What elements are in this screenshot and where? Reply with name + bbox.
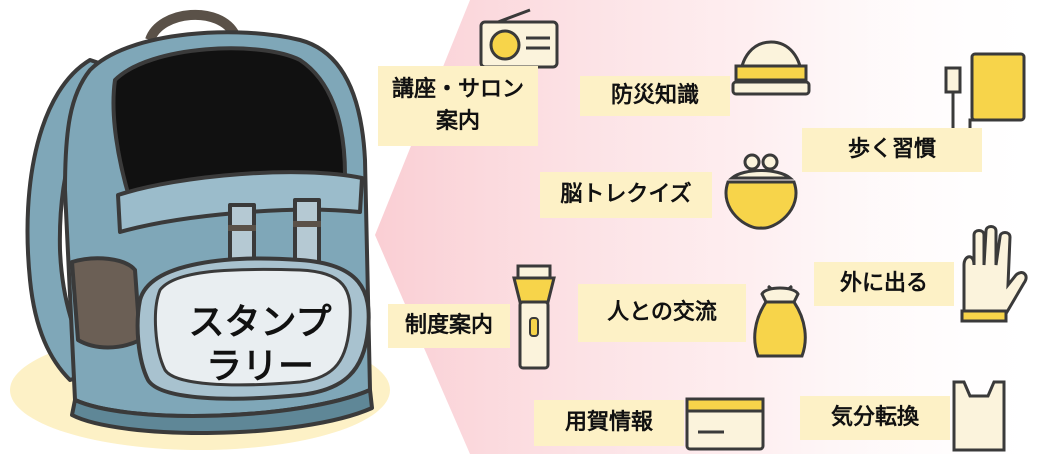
radio-icon — [479, 8, 559, 69]
label-seminar-line-1: 講座・サロン — [391, 77, 524, 102]
pocket-line-2: ラリー — [205, 346, 314, 387]
label-social-exchange: 人との交流 — [578, 284, 746, 342]
label-disaster-knowledge: 防災知識 — [580, 76, 730, 116]
label-change-of-mood: 気分転換 — [800, 396, 950, 440]
pocket-stamp-rally-text: スタンプ ラリー — [160, 290, 360, 400]
label-walking-habit: 歩く習慣 — [802, 128, 982, 172]
label-system-info: 制度案内 — [388, 304, 510, 348]
label-go-outside: 外に出る — [814, 262, 954, 306]
coin-purse-icon — [724, 153, 798, 230]
label-yoga-info: 用賀情報 — [534, 400, 684, 446]
card-icon — [685, 397, 765, 451]
label-seminar: 講座・サロン 案内 — [378, 66, 538, 146]
gloves-icon — [960, 225, 1028, 323]
pocket-line-1: スタンプ — [188, 302, 332, 343]
plastic-bag-icon — [952, 380, 1006, 452]
label-seminar-line-2: 案内 — [435, 109, 480, 134]
label-brain-quiz: 脳トレクイズ — [540, 172, 712, 218]
drawstring-bag-icon — [753, 284, 807, 358]
helmet-icon — [731, 40, 811, 96]
flashlight-icon — [512, 264, 556, 370]
backpack-illustration — [25, 10, 374, 435]
